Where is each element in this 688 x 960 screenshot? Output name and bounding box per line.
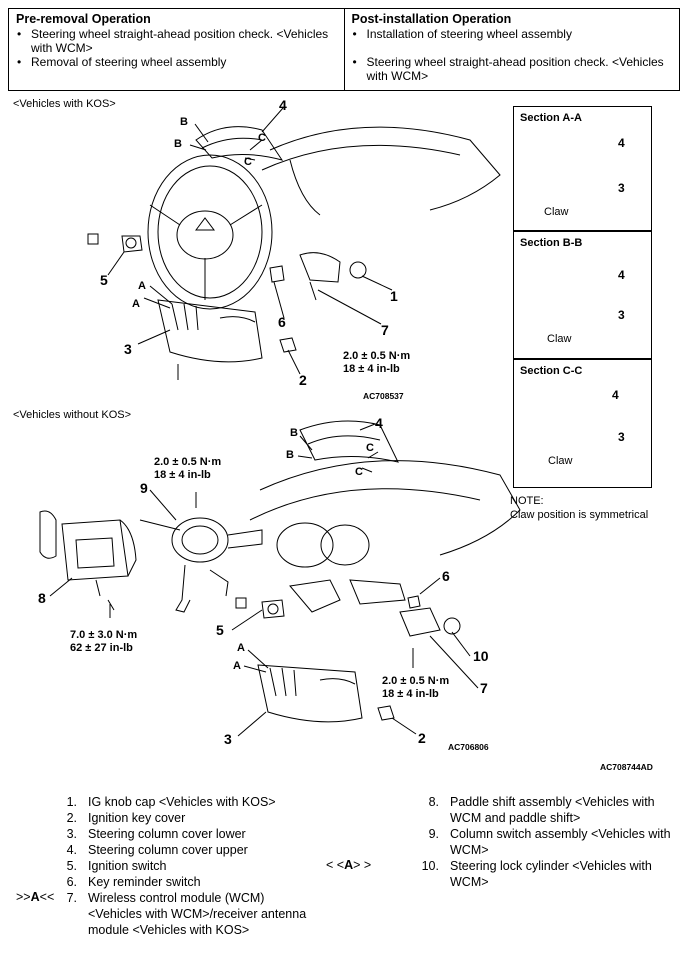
section-box-a-a: Section A-A 4 3 Claw <box>513 106 652 231</box>
note-text: Claw position is symmetrical <box>510 509 649 521</box>
section-callout-3: 3 <box>618 308 625 322</box>
torque-imperial: 18 ± 4 in-lb <box>154 469 211 481</box>
callout-6: 6 <box>278 314 286 330</box>
legend-item: 3.Steering column cover lower <box>66 827 246 841</box>
torque-metric: 2.0 ± 0.5 N·m <box>154 456 222 468</box>
post-installation-title: Post-installation Operation <box>351 12 512 26</box>
legend-item: 9.Column switch assembly <Vehicles with … <box>428 827 671 857</box>
torque-imperial: 18 ± 4 in-lb <box>343 363 400 375</box>
legend-item: 10.Steering lock cylinder <Vehicles with… <box>421 859 652 889</box>
section-title: Section B-B <box>520 237 583 249</box>
callout-1: 1 <box>390 288 398 304</box>
section-box-c-c: Section C-C 4 3 Claw <box>513 359 652 488</box>
torque-spec: 2.0 ± 0.5 N·m 18 ± 4 in-lb <box>343 350 410 376</box>
callout-8: 8 <box>38 590 46 606</box>
section-marker-a: A <box>237 642 245 654</box>
section-box-b-b: Section B-B 4 3 Claw <box>513 231 652 359</box>
torque-imperial: 62 ± 27 in-lb <box>70 642 133 654</box>
callout-7: 7 <box>480 680 488 696</box>
callout-5: 5 <box>216 622 224 638</box>
section-marker-b: B <box>180 116 188 128</box>
pre-removal-column: Pre-removal Operation Steering wheel str… <box>9 9 344 90</box>
parts-legend-left: 1.IG knob cap <Vehicles with KOS> 2.Igni… <box>50 794 312 938</box>
diagram-label-no-kos: <Vehicles without KOS> <box>13 409 132 421</box>
operations-table: Pre-removal Operation Steering wheel str… <box>8 8 680 91</box>
callout-7: 7 <box>381 322 389 338</box>
callout-5: 5 <box>100 272 108 288</box>
torque-metric: 7.0 ± 3.0 N·m <box>70 629 138 641</box>
section-marker-c: C <box>355 466 363 478</box>
removal-mark-a: < <A> > <box>326 858 372 872</box>
callout-3: 3 <box>224 731 232 747</box>
callout-6: 6 <box>442 568 450 584</box>
parts-legend-right: 8.Paddle shift assembly <Vehicles with W… <box>412 794 680 890</box>
section-marker-b: B <box>286 449 294 461</box>
callout-9: 9 <box>140 480 148 496</box>
torque-spec: 2.0 ± 0.5 N·m 18 ± 4 in-lb <box>154 456 221 482</box>
pre-removal-title: Pre-removal Operation <box>16 12 151 26</box>
callout-4: 4 <box>279 97 287 113</box>
section-marker-b: B <box>174 138 182 150</box>
section-callout-4: 4 <box>618 136 625 150</box>
note-title: NOTE: <box>510 495 544 507</box>
section-callout-3: 3 <box>618 181 625 195</box>
legend-item: 6.Key reminder switch <box>66 875 201 889</box>
diagram-code: AC706806 <box>448 742 489 752</box>
installation-mark-a: >>A<< <box>16 890 55 904</box>
callout-2: 2 <box>418 730 426 746</box>
legend-item: 8.Paddle shift assembly <Vehicles with W… <box>428 795 655 825</box>
section-callout-3: 3 <box>618 430 625 444</box>
legend-item: 2.Ignition key cover <box>66 811 186 825</box>
callout-4: 4 <box>375 415 383 431</box>
section-callout-4: 4 <box>618 268 625 282</box>
pre-removal-item: Removal of steering wheel assembly <box>16 55 337 69</box>
claw-label: Claw <box>547 333 572 345</box>
section-marker-a: A <box>132 298 140 310</box>
section-marker-c: C <box>244 156 252 168</box>
section-marker-a: A <box>233 660 241 672</box>
section-title: Section A-A <box>520 112 582 124</box>
torque-spec: 7.0 ± 3.0 N·m 62 ± 27 in-lb <box>70 629 137 655</box>
section-marker-a: A <box>138 280 146 292</box>
note: NOTE: Claw position is symmetrical <box>510 494 648 522</box>
section-marker-c: C <box>366 442 374 454</box>
post-installation-item: Installation of steering wheel assembly <box>352 27 673 41</box>
torque-metric: 2.0 ± 0.5 N·m <box>382 675 450 687</box>
claw-label: Claw <box>544 206 569 218</box>
callout-3: 3 <box>124 341 132 357</box>
torque-spec: 2.0 ± 0.5 N·m 18 ± 4 in-lb <box>382 675 449 701</box>
section-marker-b: B <box>290 427 298 439</box>
section-callout-4: 4 <box>612 388 619 402</box>
figure-code: AC708744AD <box>600 762 653 772</box>
legend-item: 7.Wireless control module (WCM) <Vehicle… <box>66 891 307 937</box>
legend-item: 4.Steering column cover upper <box>66 843 248 857</box>
callout-10: 10 <box>473 648 489 664</box>
pre-removal-item: Steering wheel straight-ahead position c… <box>16 27 337 55</box>
diagram-code: AC708537 <box>363 391 404 401</box>
torque-metric: 2.0 ± 0.5 N·m <box>343 350 411 362</box>
claw-label: Claw <box>548 455 573 467</box>
diagram-label-kos: <Vehicles with KOS> <box>13 98 116 110</box>
post-installation-column: Post-installation Operation Installation… <box>343 9 680 90</box>
legend-item: 5.Ignition switch <box>66 859 167 873</box>
legend-item: 1.IG knob cap <Vehicles with KOS> <box>66 795 276 809</box>
section-title: Section C-C <box>520 365 583 377</box>
callout-2: 2 <box>299 372 307 388</box>
section-marker-c: C <box>258 132 266 144</box>
post-installation-item: Steering wheel straight-ahead position c… <box>352 55 673 83</box>
torque-imperial: 18 ± 4 in-lb <box>382 688 439 700</box>
